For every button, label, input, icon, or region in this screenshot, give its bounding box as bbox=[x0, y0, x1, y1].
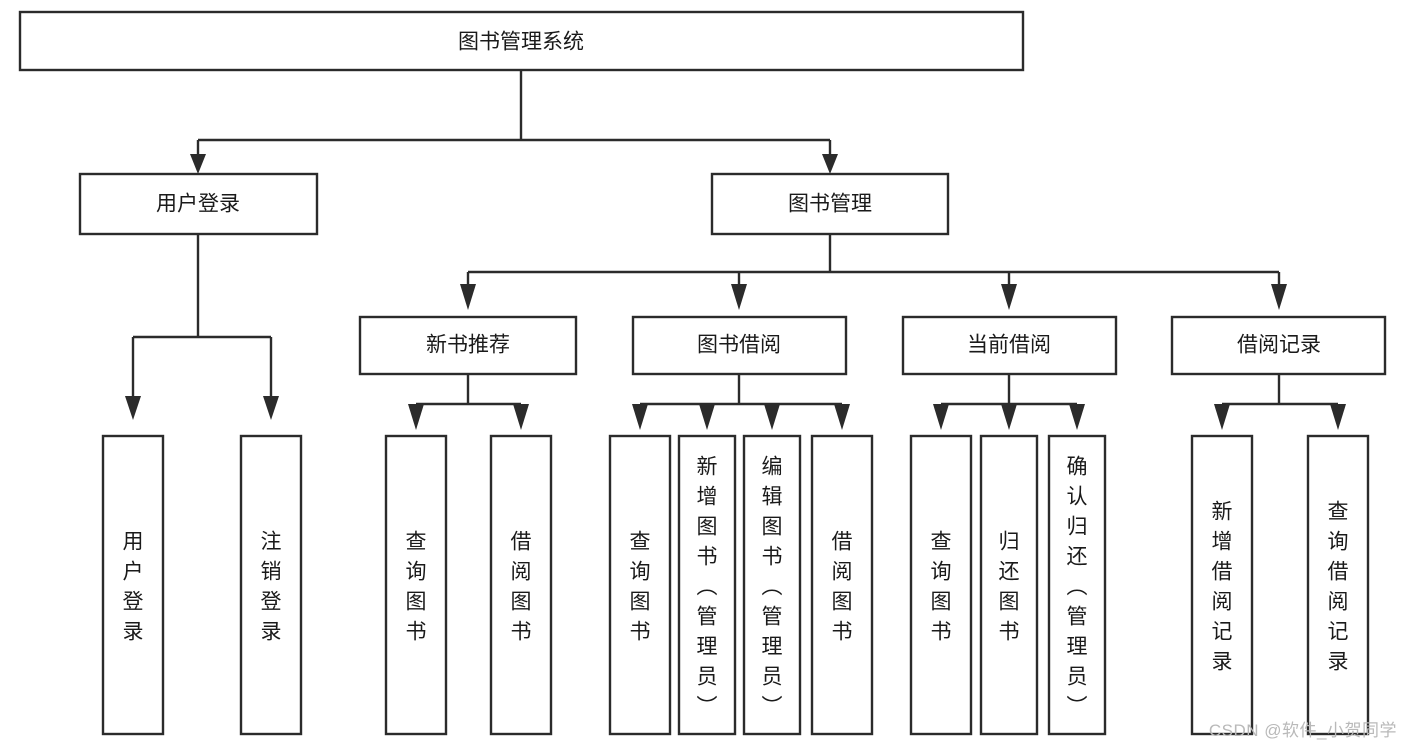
node-book-borrow[interactable]: 图书借阅 bbox=[631, 315, 848, 376]
leaf-book-borrow-1-label: 查询图书 bbox=[630, 530, 651, 643]
node-new-book-recommend[interactable]: 新书推荐 bbox=[358, 315, 578, 376]
leaf-book-borrow-4[interactable]: 借阅图书 bbox=[810, 434, 874, 736]
leaf-new-book-2-label: 借阅图书 bbox=[511, 530, 532, 643]
leaf-book-borrow-1[interactable]: 查询图书 bbox=[608, 434, 672, 736]
node-book-management-box[interactable] bbox=[710, 172, 950, 236]
arrow-root-to-book-mgmt bbox=[822, 154, 838, 174]
leaf-new-book-2[interactable]: 借阅图书 bbox=[489, 434, 553, 736]
leaf-book-borrow-2-label: 新增图书︵管理员︶ bbox=[697, 455, 718, 718]
leaf-current-borrow-3[interactable]: 确认归还︵管理员︶ bbox=[1047, 434, 1107, 736]
arrow-root-to-user-login bbox=[190, 154, 206, 174]
leaf-book-borrow-3-label: 编辑图书︵管理员︶ bbox=[762, 455, 783, 718]
node-root-label: 图书管理系统 bbox=[458, 31, 584, 54]
node-user-login-label: 用户登录 bbox=[156, 193, 240, 216]
leaf-user-login-2-box[interactable] bbox=[239, 434, 303, 736]
leaf-borrow-record-1[interactable]: 新增借阅记录 bbox=[1190, 434, 1254, 736]
leaf-current-borrow-1-label: 查询图书 bbox=[931, 530, 952, 643]
node-root-box[interactable] bbox=[18, 10, 1025, 72]
leaf-book-borrow-2-box[interactable] bbox=[677, 434, 737, 736]
leaf-current-borrow-3-label: 确认归还︵管理员︶ bbox=[1067, 455, 1088, 718]
arrow-user-login-leaf-2 bbox=[263, 396, 279, 420]
arrow-borrow-leaf-2 bbox=[699, 404, 715, 430]
leaf-current-borrow-2-box[interactable] bbox=[979, 434, 1039, 736]
leaf-new-book-2-box[interactable] bbox=[489, 434, 553, 736]
leaf-borrow-record-1-label: 新增借阅记录 bbox=[1212, 500, 1233, 673]
leaf-user-login-1[interactable]: 用户登录 bbox=[101, 434, 165, 736]
leaf-user-login-2[interactable]: 注销登录 bbox=[239, 434, 303, 736]
leaf-borrow-record-2-label: 查询借阅记录 bbox=[1328, 500, 1349, 673]
leaf-new-book-1-box[interactable] bbox=[384, 434, 448, 736]
node-current-borrow[interactable]: 当前借阅 bbox=[901, 315, 1118, 376]
leaf-book-borrow-4-box[interactable] bbox=[810, 434, 874, 736]
leaf-current-borrow-2[interactable]: 归还图书 bbox=[979, 434, 1039, 736]
node-borrow-record[interactable]: 借阅记录 bbox=[1170, 315, 1387, 376]
arrow-book-mgmt-to-current bbox=[1001, 284, 1017, 310]
node-book-borrow-box[interactable] bbox=[631, 315, 848, 376]
node-current-borrow-label: 当前借阅 bbox=[967, 334, 1051, 357]
leaf-current-borrow-3-box[interactable] bbox=[1047, 434, 1107, 736]
node-new-book-recommend-box[interactable] bbox=[358, 315, 578, 376]
arrow-book-mgmt-to-borrow bbox=[731, 284, 747, 310]
arrow-record-leaf-1 bbox=[1214, 404, 1230, 430]
leaf-book-borrow-3[interactable]: 编辑图书︵管理员︶ bbox=[742, 434, 802, 736]
arrow-user-login-leaf-1 bbox=[125, 396, 141, 420]
leaf-borrow-record-2[interactable]: 查询借阅记录 bbox=[1306, 434, 1370, 736]
node-user-login-box[interactable] bbox=[78, 172, 319, 236]
leaf-new-book-1[interactable]: 查询图书 bbox=[384, 434, 448, 736]
leaf-borrow-record-2-box[interactable] bbox=[1306, 434, 1370, 736]
leaf-book-borrow-3-box[interactable] bbox=[742, 434, 802, 736]
leaf-borrow-record-1-box[interactable] bbox=[1190, 434, 1254, 736]
leaf-book-borrow-2[interactable]: 新增图书︵管理员︶ bbox=[677, 434, 737, 736]
node-root[interactable]: 图书管理系统 bbox=[18, 10, 1025, 72]
leaf-user-login-1-label: 用户登录 bbox=[123, 530, 144, 643]
leaf-current-borrow-1-box[interactable] bbox=[909, 434, 973, 736]
leaf-user-login-1-box[interactable] bbox=[101, 434, 165, 736]
node-book-management-label: 图书管理 bbox=[788, 193, 872, 216]
node-borrow-record-box[interactable] bbox=[1170, 315, 1387, 376]
leaf-book-borrow-4-label: 借阅图书 bbox=[832, 530, 853, 643]
arrow-borrow-leaf-4 bbox=[834, 404, 850, 430]
arrow-current-leaf-1 bbox=[933, 404, 949, 430]
arrow-book-mgmt-to-record bbox=[1271, 284, 1287, 310]
leaf-current-borrow-2-label: 归还图书 bbox=[999, 530, 1020, 643]
leaf-book-borrow-1-box[interactable] bbox=[608, 434, 672, 736]
arrow-book-mgmt-to-new-book bbox=[460, 284, 476, 310]
leaf-new-book-1-label: 查询图书 bbox=[406, 530, 427, 643]
arrow-new-book-leaf-2 bbox=[513, 404, 529, 430]
arrow-current-leaf-2 bbox=[1001, 404, 1017, 430]
arrow-borrow-leaf-1 bbox=[632, 404, 648, 430]
connector-layer bbox=[125, 70, 1346, 430]
leaf-user-login-2-label: 注销登录 bbox=[261, 530, 282, 643]
node-new-book-recommend-label: 新书推荐 bbox=[426, 334, 510, 357]
arrow-borrow-leaf-3 bbox=[764, 404, 780, 430]
node-book-management[interactable]: 图书管理 bbox=[710, 172, 950, 236]
arrow-record-leaf-2 bbox=[1330, 404, 1346, 430]
node-book-borrow-label: 图书借阅 bbox=[697, 334, 781, 357]
leaf-current-borrow-1[interactable]: 查询图书 bbox=[909, 434, 973, 736]
node-user-login[interactable]: 用户登录 bbox=[78, 172, 319, 236]
arrow-new-book-leaf-1 bbox=[408, 404, 424, 430]
node-current-borrow-box[interactable] bbox=[901, 315, 1118, 376]
node-borrow-record-label: 借阅记录 bbox=[1237, 334, 1321, 357]
arrow-current-leaf-3 bbox=[1069, 404, 1085, 430]
